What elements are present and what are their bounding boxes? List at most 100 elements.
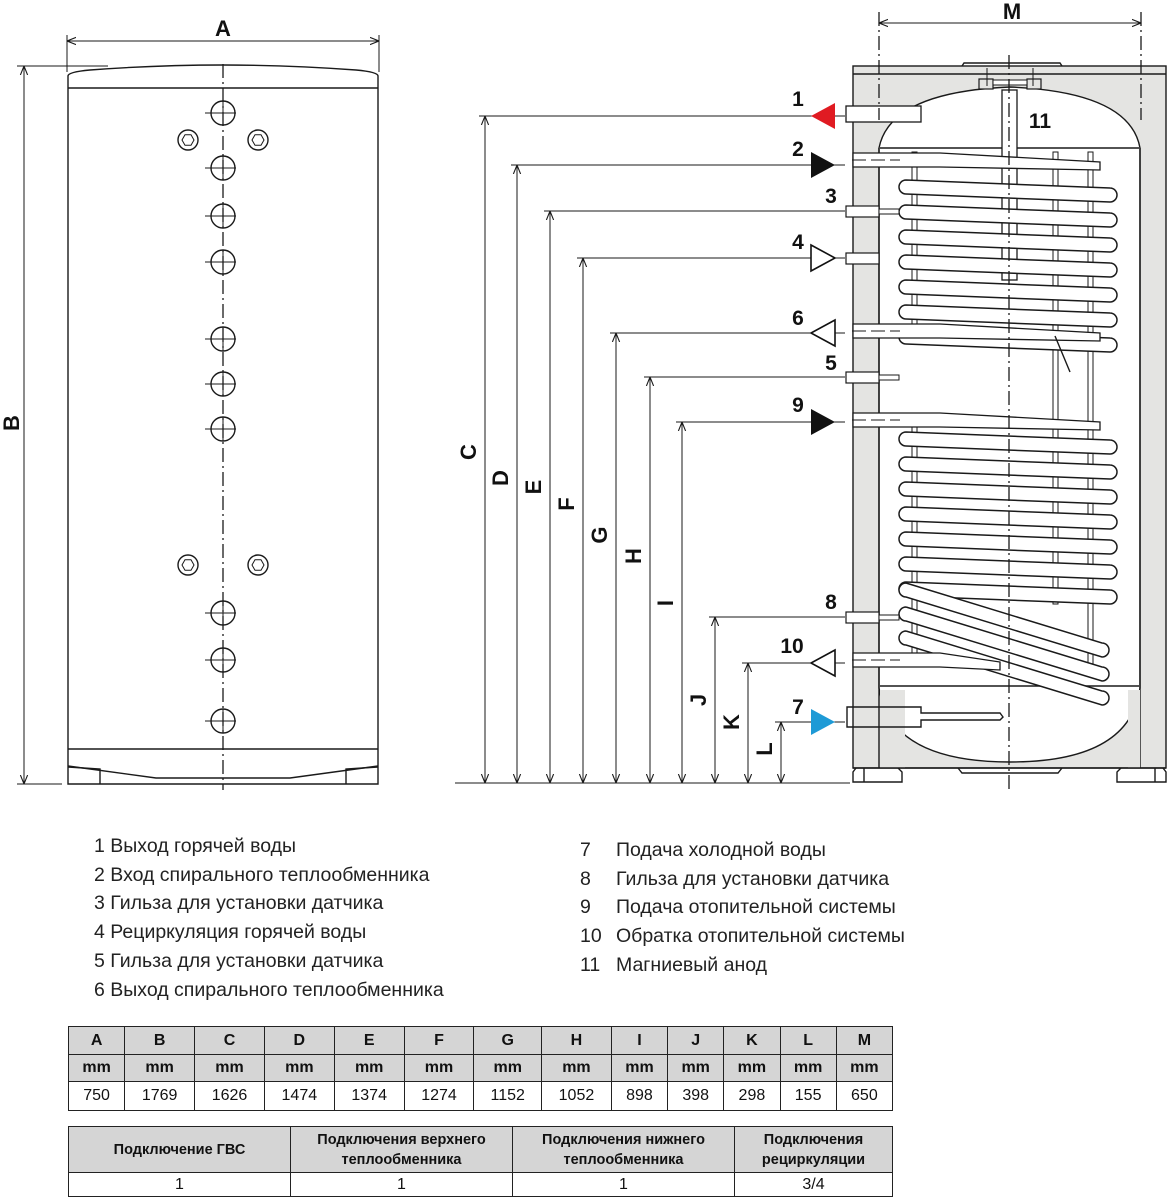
support-rod xyxy=(1087,151,1094,665)
coil-turn xyxy=(898,556,1118,580)
hex-plug-icon xyxy=(181,559,195,571)
foot-left xyxy=(852,767,903,783)
connection-number-label: 3 xyxy=(825,185,837,208)
dim-value-cell: 650 xyxy=(835,1081,894,1111)
connection-arrow-icon xyxy=(811,152,835,178)
connection-number-label: 9 xyxy=(792,394,804,417)
dim-value-cell: 1474 xyxy=(263,1081,335,1111)
conn-value-cell: 3/4 xyxy=(734,1172,893,1197)
dim-unit-cell: mm xyxy=(333,1054,405,1082)
dimension-f-label: F xyxy=(554,497,579,510)
dim-value-cell: 1052 xyxy=(541,1081,612,1111)
legend-item: 4 Рециркуляция горячей воды xyxy=(94,921,367,944)
dim-value-cell: 750 xyxy=(67,1081,126,1111)
sensor-sleeve xyxy=(845,205,880,218)
dim-unit-cell: mm xyxy=(67,1054,126,1082)
connection-number-label: 7 xyxy=(792,696,804,719)
connection-arrow-icon xyxy=(810,243,837,273)
dimensions-value-row: 750 1769 1626 1474 1374 1274 1152 1052 8… xyxy=(67,1081,894,1111)
dimension-a-label: A xyxy=(215,16,231,41)
legend-item: 2 Вход спирального теплообменника xyxy=(94,863,430,886)
sensor-port-ring xyxy=(177,554,199,576)
connection-arrow-icon xyxy=(811,103,835,129)
connection-number-label: 6 xyxy=(792,307,804,330)
coil-turn xyxy=(898,506,1118,530)
connection-arrow-icon xyxy=(809,318,836,348)
dimension-k-label: K xyxy=(719,714,744,730)
legend-item: 6 Выход спирального теплообменника xyxy=(94,978,444,1001)
section-view: M 11 xyxy=(845,0,1167,790)
dim-unit-cell: mm xyxy=(124,1054,196,1082)
coil-turn xyxy=(898,279,1118,303)
coil-turn xyxy=(898,254,1118,278)
sensor-tube xyxy=(1054,335,1071,373)
dim-unit-cell: mm xyxy=(403,1054,475,1082)
dim-value-cell: 1152 xyxy=(473,1081,543,1111)
coil-turn xyxy=(898,304,1118,328)
coil-turn xyxy=(898,229,1118,253)
connection-arrow-icon xyxy=(811,709,835,735)
dim-unit-cell: mm xyxy=(835,1054,894,1082)
cold-water-inlet-pipe xyxy=(846,706,1004,728)
dimension-d-label: D xyxy=(488,470,513,486)
front-ports xyxy=(205,100,236,734)
front-view: A B xyxy=(0,16,380,790)
sensor-port-ring xyxy=(247,129,269,151)
conn-value-cell: 1 xyxy=(68,1172,291,1197)
sensor-sleeve xyxy=(845,371,880,384)
legend-item: 3 Гильза для установки датчика xyxy=(94,892,384,915)
coil-connection-pipe xyxy=(852,652,1001,671)
conn-value-cell: 1 xyxy=(512,1172,735,1197)
sensor-port-ring xyxy=(177,129,199,151)
dim-unit-cell: mm xyxy=(610,1054,669,1082)
coil-turn xyxy=(898,531,1118,555)
sensor-stub xyxy=(878,208,900,215)
conn-value-cell: 1 xyxy=(290,1172,513,1197)
sensor-stub xyxy=(878,614,900,621)
coil-connection-pipe xyxy=(852,323,1101,342)
dim-key-cell: H xyxy=(541,1026,612,1055)
dim-key-cell: D xyxy=(263,1026,335,1055)
dim-value-cell: 155 xyxy=(779,1081,837,1111)
anode-number-label: 11 xyxy=(1029,110,1052,133)
dimension-g-label: G xyxy=(587,526,612,543)
dim-unit-cell: mm xyxy=(473,1054,543,1082)
dim-value-cell: 398 xyxy=(667,1081,725,1111)
dim-key-cell: K xyxy=(723,1026,781,1055)
dim-unit-cell: mm xyxy=(194,1054,265,1082)
coil-turn xyxy=(898,431,1118,455)
dimension-e-label: E xyxy=(521,480,546,495)
connection-pipes xyxy=(845,105,1101,671)
front-sensor-ports xyxy=(177,129,269,576)
heat-exchanger-coils xyxy=(898,179,1118,706)
dim-key-cell: C xyxy=(194,1026,265,1055)
dimension-i-label: I xyxy=(653,600,678,606)
dimension-l-label: L xyxy=(752,742,777,755)
dim-value-cell: 298 xyxy=(723,1081,781,1111)
jacket-bottom-left xyxy=(880,690,905,768)
dimension-b-label: B xyxy=(0,415,24,431)
dim-key-cell: L xyxy=(779,1026,837,1055)
connection-arrow-icon xyxy=(811,409,835,435)
connection-number-label: 5 xyxy=(825,352,837,375)
jacket-bottom-right xyxy=(1128,690,1140,768)
coil-connection-pipe xyxy=(852,412,1101,431)
dim-unit-cell: mm xyxy=(541,1054,612,1082)
hex-plug-icon xyxy=(251,134,265,146)
dim-value-cell: 1374 xyxy=(333,1081,405,1111)
hot-water-outlet-sleeve xyxy=(845,105,922,123)
dimension-m-label: M xyxy=(1003,0,1021,24)
recirculation-sleeve xyxy=(845,252,880,265)
coil-turn-lower xyxy=(898,606,1110,682)
